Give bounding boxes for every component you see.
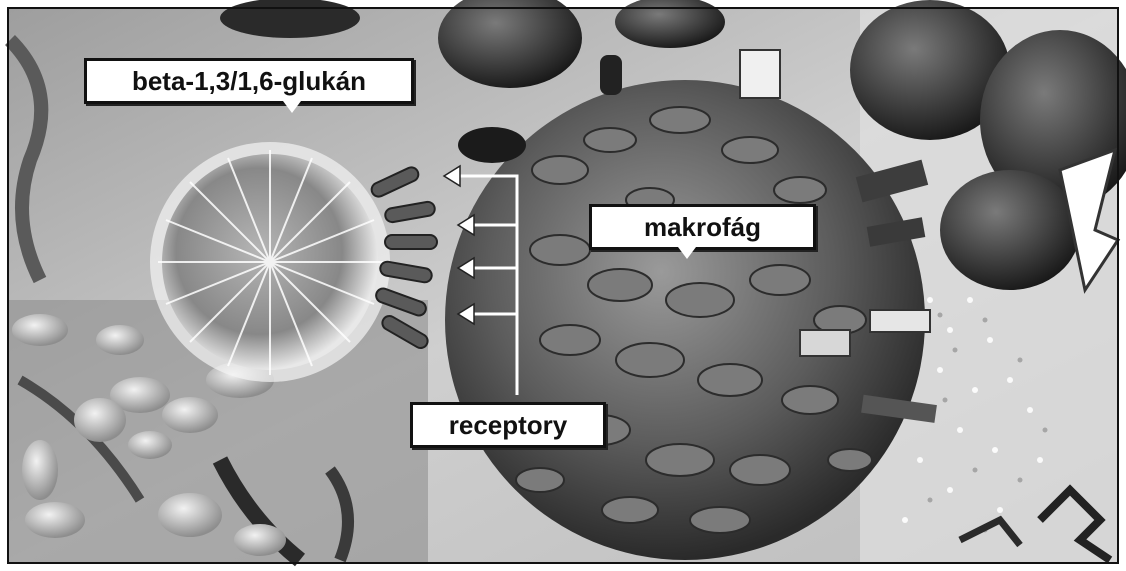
receptors-label: receptory (410, 402, 606, 448)
macrophage-label-text: makrofág (644, 214, 761, 240)
beta-glucan-label-text: beta-1,3/1,6-glukán (132, 68, 366, 94)
beta-glucan-label: beta-1,3/1,6-glukán (84, 58, 414, 104)
macrophage-label: makrofág (589, 204, 816, 250)
receptors-label-text: receptory (449, 412, 568, 438)
macrophage-label-pointer (678, 247, 696, 259)
beta-glucan-label-pointer (283, 101, 301, 113)
